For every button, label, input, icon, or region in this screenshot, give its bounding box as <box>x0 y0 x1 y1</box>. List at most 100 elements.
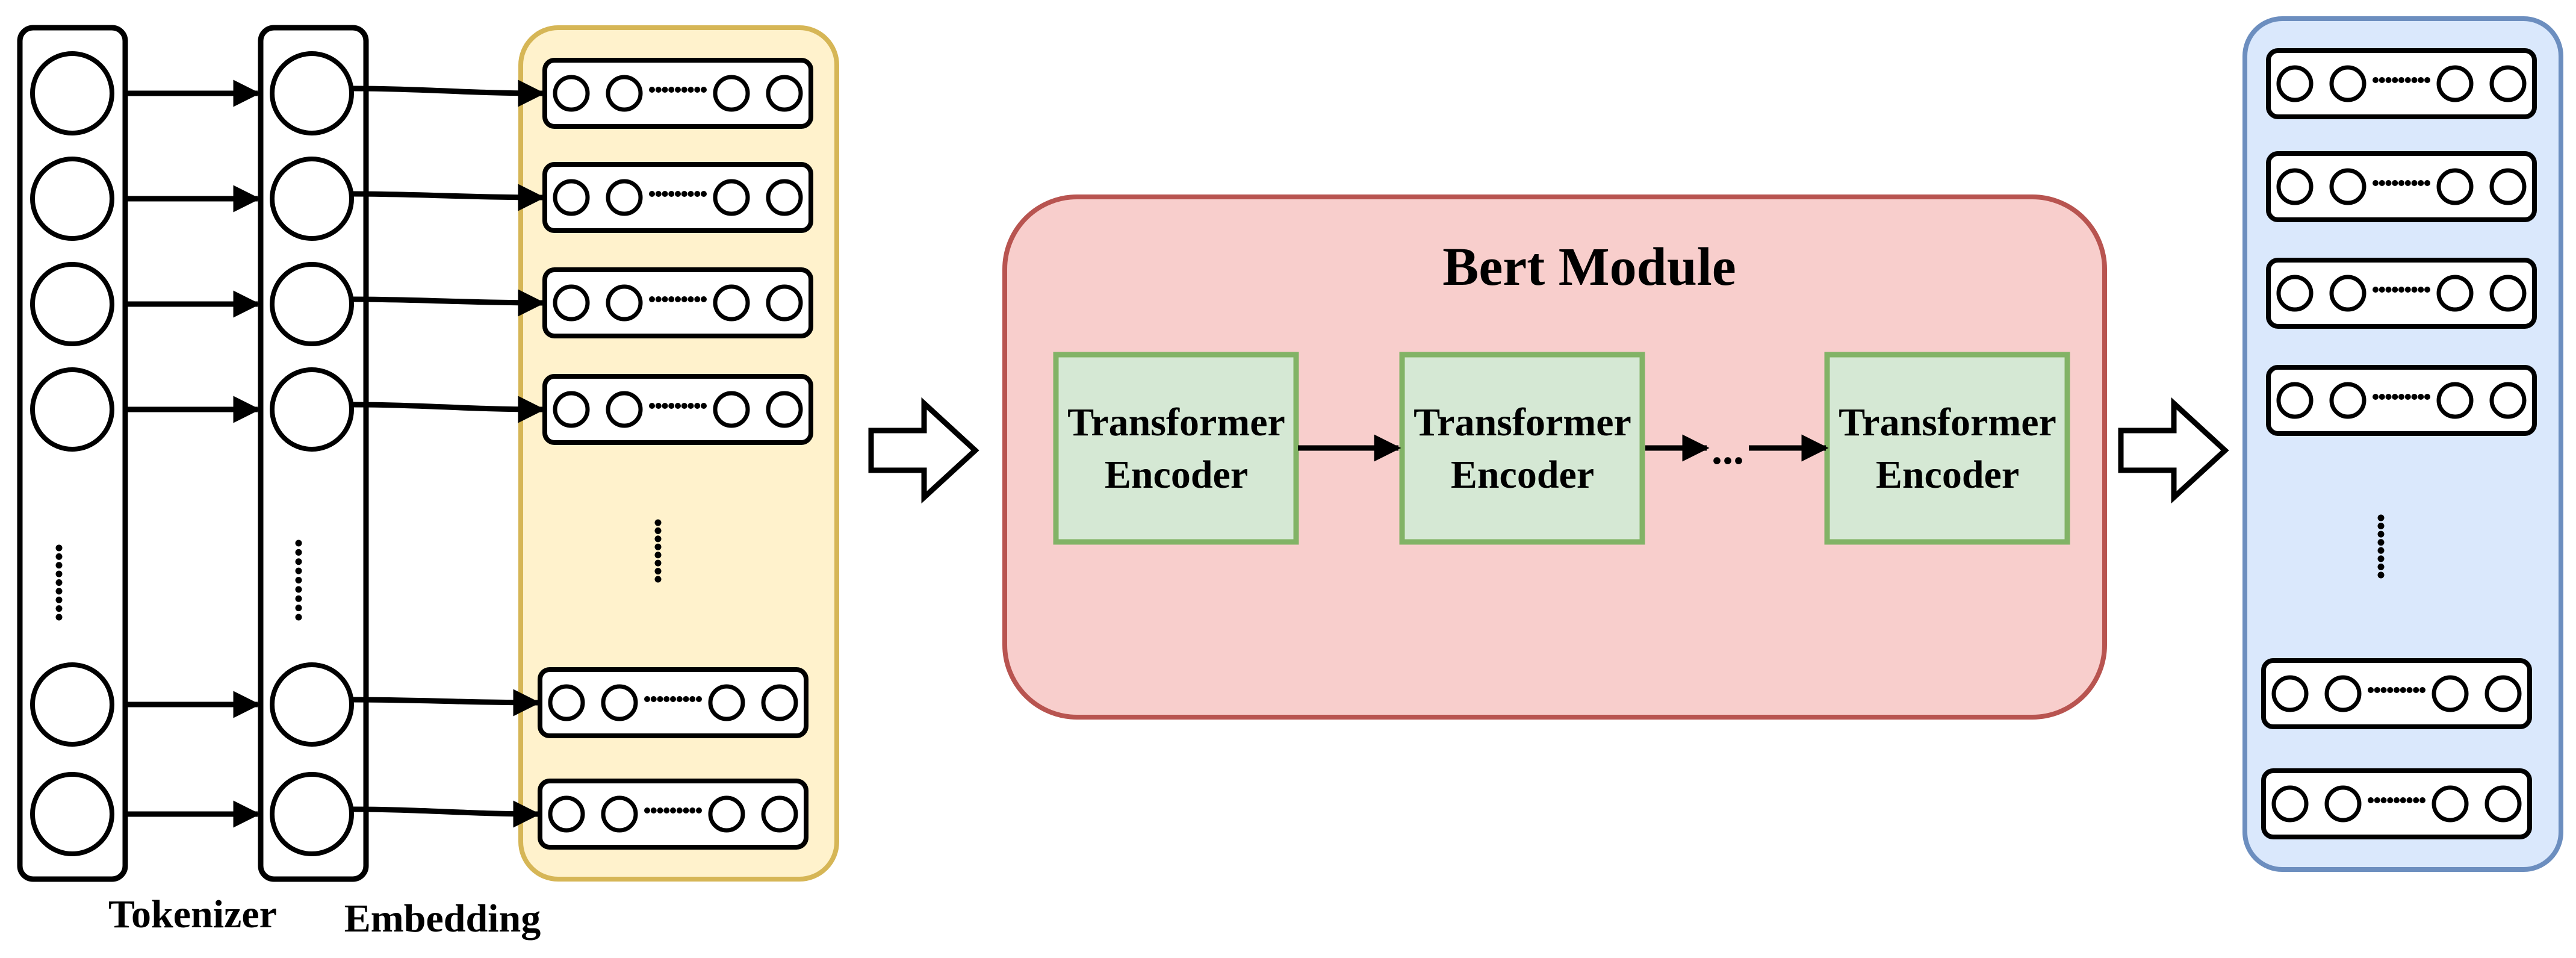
output-vector-5-ellipsis-dot <box>2419 687 2425 693</box>
output-vector-2-ellipsis-dot <box>2385 180 2392 186</box>
output-vector-3-ellipsis-dot <box>2373 287 2379 293</box>
embedding-vector-2-cell-4 <box>766 179 803 216</box>
embedding-vector-3-ellipsis-dot <box>681 296 687 302</box>
embedding-vector-3-ellipsis-dot <box>655 296 662 302</box>
output-vector-4 <box>2266 365 2537 436</box>
embedding-vector-5-ellipsis-dot <box>657 696 663 702</box>
output-vector-1-cell-2 <box>2329 65 2367 102</box>
embedding-vector-3-ellipsis-dot <box>668 296 675 302</box>
output-vector-3 <box>2266 258 2537 329</box>
transformer-encoder-box <box>1824 352 2070 545</box>
output-vector-3-cell-1 <box>2276 275 2314 312</box>
embedding-vector-2-cell-1 <box>553 179 590 216</box>
embedding-vector-4-ellipsis-dot <box>675 403 681 409</box>
tokenizer-ellipsis-dot <box>55 579 63 586</box>
embedding-ellipsis-dot <box>295 605 302 612</box>
output-vector-3-ellipsis-dot <box>2404 287 2411 293</box>
tokenizer-ellipsis <box>55 544 63 621</box>
embedding-vector-2-ellipsis-dot <box>701 191 707 197</box>
tokenizer-token-2 <box>30 157 114 241</box>
output-vector-5-box <box>2261 658 2532 729</box>
embedding-label: Embedding <box>344 897 541 941</box>
output-vector-2-ellipsis-dot <box>2373 180 2379 186</box>
output-vector-1-ellipsis-dot <box>2379 77 2385 83</box>
embedding-vector-6-ellipsis-dot <box>696 807 702 813</box>
embedding-token-3 <box>270 262 354 346</box>
output-vector-3-cell-4 <box>2489 275 2527 312</box>
embedding-vector-2 <box>542 162 813 233</box>
embedding-vector-1-cell-1 <box>553 75 590 112</box>
output-vector-4-ellipsis-dot <box>2411 394 2418 400</box>
output-vector-2-cell-3 <box>2436 168 2474 205</box>
embedding-ellipsis-dot <box>295 540 302 547</box>
transformer-encoder-line1: Transformer <box>1067 400 1285 444</box>
output-vector-6-cell-1 <box>2271 785 2309 823</box>
output-vector-2-ellipsis-dot <box>2411 180 2418 186</box>
output-vectors-panel <box>2242 16 2563 872</box>
output-vector-5-cell-2 <box>2324 675 2362 712</box>
embedding-box <box>258 25 369 882</box>
tokenizer-token-4 <box>30 367 114 452</box>
transformer-encoder-box <box>1053 352 1299 545</box>
output-vector-4-cell-3 <box>2436 382 2474 419</box>
output-vector-3-ellipsis-dot <box>2418 287 2424 293</box>
output-vector-1-cell-3 <box>2436 65 2474 102</box>
embedding-vector-4-cell-2 <box>606 391 643 428</box>
output-vector-4-ellipsis-dot <box>2424 394 2430 400</box>
embedding-vector-6-ellipsis-dot <box>663 807 670 813</box>
embedding-panel-ellipsis-dot <box>654 535 662 543</box>
output-vector-3-cell-2 <box>2329 275 2367 312</box>
embedding-arrow-2 <box>352 184 545 211</box>
embedding-vector-1-ellipsis-dot <box>649 87 655 93</box>
embedding-vector-1-ellipsis-dot <box>662 87 668 93</box>
tokenizer-ellipsis-dot <box>55 562 63 569</box>
embedding-vector-2-ellipsis-dot <box>668 191 675 197</box>
output-vector-4-cell-1 <box>2276 382 2314 419</box>
embedding-to-vector-arrows <box>352 79 545 828</box>
output-vector-1-ellipsis-dot <box>2418 77 2424 83</box>
embedding-vector-1 <box>542 58 813 129</box>
embedding-ellipsis-dot <box>295 549 302 556</box>
output-vector-5-ellipsis-dot <box>2380 687 2387 693</box>
output-vector-5-ellipsis-dot <box>2406 687 2413 693</box>
tokenizer-ellipsis-dot <box>55 588 63 595</box>
transformer-encoder-line1: Transformer <box>1414 400 1631 444</box>
embedding-vector-4-ellipsis-dot <box>649 403 655 409</box>
output-vector-2-ellipsis-dot <box>2404 180 2411 186</box>
embedding-vectors-panel <box>518 25 839 882</box>
output-vector-5-ellipsis-dot <box>2400 687 2406 693</box>
output-panel-ellipsis-dot <box>2377 523 2385 530</box>
output-vector-5 <box>2261 658 2532 729</box>
output-vector-6-cell-2 <box>2324 785 2362 823</box>
hollow-arrow-output <box>2118 397 2229 504</box>
embedding-token-1 <box>270 51 354 135</box>
embedding-vector-6-cell-3 <box>708 795 745 833</box>
embedding-vector-4-cell-1 <box>553 391 590 428</box>
embedding-vector-4-ellipsis-dot <box>694 403 701 409</box>
embedding-vector-6-ellipsis-dot <box>689 807 696 813</box>
output-vector-6-box <box>2261 768 2532 839</box>
embedding-vector-1-ellipsis-dot <box>675 87 681 93</box>
output-vector-3-ellipsis-dot <box>2411 287 2418 293</box>
output-panel-ellipsis <box>2377 514 2385 579</box>
tokenizer-to-embedding-arrows <box>126 79 261 828</box>
embedding-vector-5-cell-1 <box>548 684 585 721</box>
output-vector-3-ellipsis-dot <box>2385 287 2392 293</box>
output-vector-1-ellipsis-dot <box>2392 77 2398 83</box>
output-vector-1-cell-1 <box>2276 65 2314 102</box>
output-panel-background <box>2242 16 2563 872</box>
embedding-panel-ellipsis-dot <box>654 527 662 534</box>
output-vector-2 <box>2266 151 2537 222</box>
embedding-ellipsis-dot <box>295 595 302 602</box>
embedding-vector-2-ellipsis-dot <box>687 191 694 197</box>
embedding-vector-5-cell-3 <box>708 684 745 721</box>
embedding-vector-2-ellipsis-dot <box>681 191 687 197</box>
output-vector-6-cell-4 <box>2484 785 2522 823</box>
output-vector-5-ellipsis-dot <box>2387 687 2394 693</box>
embedding-vector-5-ellipsis-dot <box>676 696 683 702</box>
output-vector-6 <box>2261 768 2532 839</box>
output-vector-2-ellipsis-dot <box>2418 180 2424 186</box>
output-vector-3-cell-3 <box>2436 275 2474 312</box>
embedding-arrow-4 <box>352 396 545 423</box>
